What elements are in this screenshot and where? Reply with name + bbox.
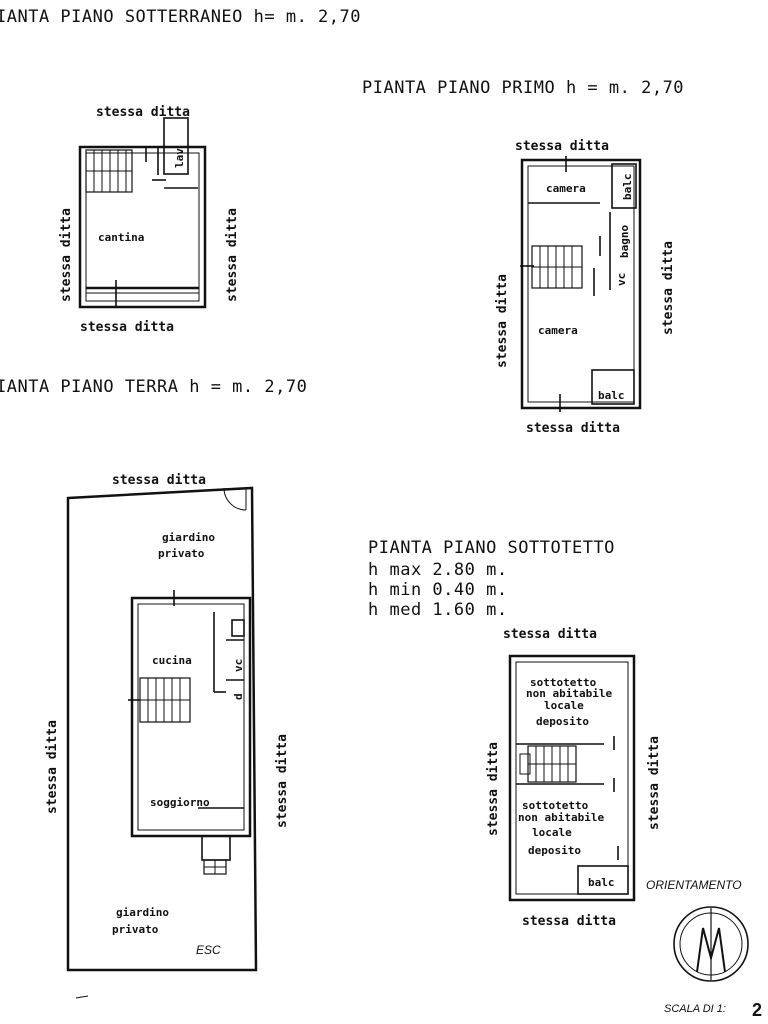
- attic-upper-3: locale: [544, 699, 584, 712]
- first-floor-plan: PIANTA PIANO PRIMO h = m. 2,70 stessa di…: [362, 78, 684, 436]
- scale-value: 2: [752, 1000, 762, 1020]
- attic-lower-4: deposito: [528, 844, 581, 857]
- first-room-bagno: bagno: [618, 225, 631, 258]
- first-room-camera-top: camera: [546, 182, 586, 195]
- attic-upper-4: deposito: [536, 715, 589, 728]
- ground-small-cabinet: [231, 619, 245, 637]
- first-balc-top: balc: [621, 174, 634, 201]
- attic-h-min: h min 0.40 m.: [368, 580, 508, 600]
- first-balcony-top: [611, 163, 637, 209]
- basement-plan: IANTA PIANO SOTTERRANEO h= m. 2,70 stess…: [0, 7, 361, 335]
- attic-plan: PIANTA PIANO SOTTOTETTO h max 2.80 m. h …: [368, 538, 662, 929]
- ground-garden-top-1: giardino: [162, 531, 215, 544]
- attic-stair: [519, 745, 577, 783]
- basement-inner-wall: [85, 152, 200, 302]
- first-stair: [531, 245, 583, 289]
- basement-label-top: stessa ditta: [96, 105, 190, 120]
- basement-stair: [85, 149, 133, 193]
- scale-block: SCALA DI 1: 2: [664, 1000, 762, 1020]
- first-label-bottom: stessa ditta: [526, 421, 620, 436]
- ground-gate: [223, 487, 247, 511]
- ground-garden-top-2: privato: [158, 547, 205, 560]
- first-title: PIANTA PIANO PRIMO h = m. 2,70: [362, 78, 684, 98]
- ground-label-top: stessa ditta: [112, 473, 206, 488]
- scale-label: SCALA DI 1:: [664, 1003, 726, 1015]
- ground-room-cucina: cucina: [152, 654, 192, 667]
- ground-entry-steps: [203, 859, 227, 875]
- compass-icon: [673, 906, 749, 982]
- first-label-top: stessa ditta: [515, 139, 609, 154]
- attic-inner-wall: [515, 661, 629, 895]
- attic-upper-2: non abitabile: [526, 687, 612, 700]
- attic-lower-1: sottotetto: [522, 799, 589, 812]
- ground-label-left: stessa ditta: [45, 720, 60, 814]
- attic-title: PIANTA PIANO SOTTOTETTO: [368, 538, 615, 558]
- ground-house-inner: [137, 603, 245, 831]
- orientation-block: ORIENTAMENTO: [646, 878, 749, 982]
- first-room-camera-main: camera: [538, 324, 578, 337]
- ground-house-outer: [130, 596, 252, 838]
- ground-entry-step: [201, 835, 231, 861]
- attic-outer-wall: [508, 654, 636, 902]
- attic-h-max: h max 2.80 m.: [368, 560, 508, 580]
- basement-room-cantina: cantina: [98, 231, 144, 244]
- first-inner-wall: [527, 165, 635, 403]
- basement-label-left: stessa ditta: [59, 208, 74, 302]
- ground-garden-bottom-2: privato: [112, 923, 159, 936]
- ground-room-d: d: [232, 693, 245, 700]
- basement-laundry: [163, 117, 189, 175]
- attic-label-bottom: stessa ditta: [522, 914, 616, 929]
- basement-title: IANTA PIANO SOTTERRANEO h= m. 2,70: [0, 7, 361, 27]
- ground-room-vc: vc: [232, 659, 245, 672]
- first-balc-bottom: balc: [598, 389, 625, 402]
- basement-room-lav: lav: [173, 148, 186, 168]
- first-room-vc: vc: [615, 273, 628, 286]
- attic-label-right: stessa ditta: [647, 736, 662, 830]
- ground-stair: [139, 677, 191, 723]
- attic-label-left: stessa ditta: [486, 742, 501, 836]
- ground-garden-bottom-1: giardino: [116, 906, 169, 919]
- first-label-right: stessa ditta: [661, 241, 676, 335]
- first-balcony-bottom: [591, 369, 635, 405]
- orientation-label: ORIENTAMENTO: [646, 878, 742, 892]
- first-label-left: stessa ditta: [495, 274, 510, 368]
- attic-upper-1: sottotetto: [530, 676, 597, 689]
- basement-outer-wall: [78, 145, 207, 309]
- ground-floor-plan: IANTA PIANO TERRA h = m. 2,70 stessa dit…: [0, 377, 307, 999]
- ground-title: IANTA PIANO TERRA h = m. 2,70: [0, 377, 307, 397]
- attic-lower-2: non abitabile: [518, 811, 604, 824]
- basement-label-right: stessa ditta: [225, 208, 240, 302]
- ground-lot-boundary: [66, 486, 258, 972]
- attic-h-med: h med 1.60 m.: [368, 600, 508, 620]
- ground-label-right: stessa ditta: [275, 734, 290, 828]
- ground-room-soggiorno: soggiorno: [150, 796, 210, 809]
- attic-lower-3: locale: [532, 826, 572, 839]
- attic-balcony: [577, 865, 629, 895]
- ground-initials: ESC: [196, 943, 221, 957]
- first-outer-wall: [520, 158, 642, 410]
- attic-balc: balc: [588, 876, 615, 889]
- basement-label-bottom: stessa ditta: [80, 320, 174, 335]
- attic-label-top: stessa ditta: [503, 627, 597, 642]
